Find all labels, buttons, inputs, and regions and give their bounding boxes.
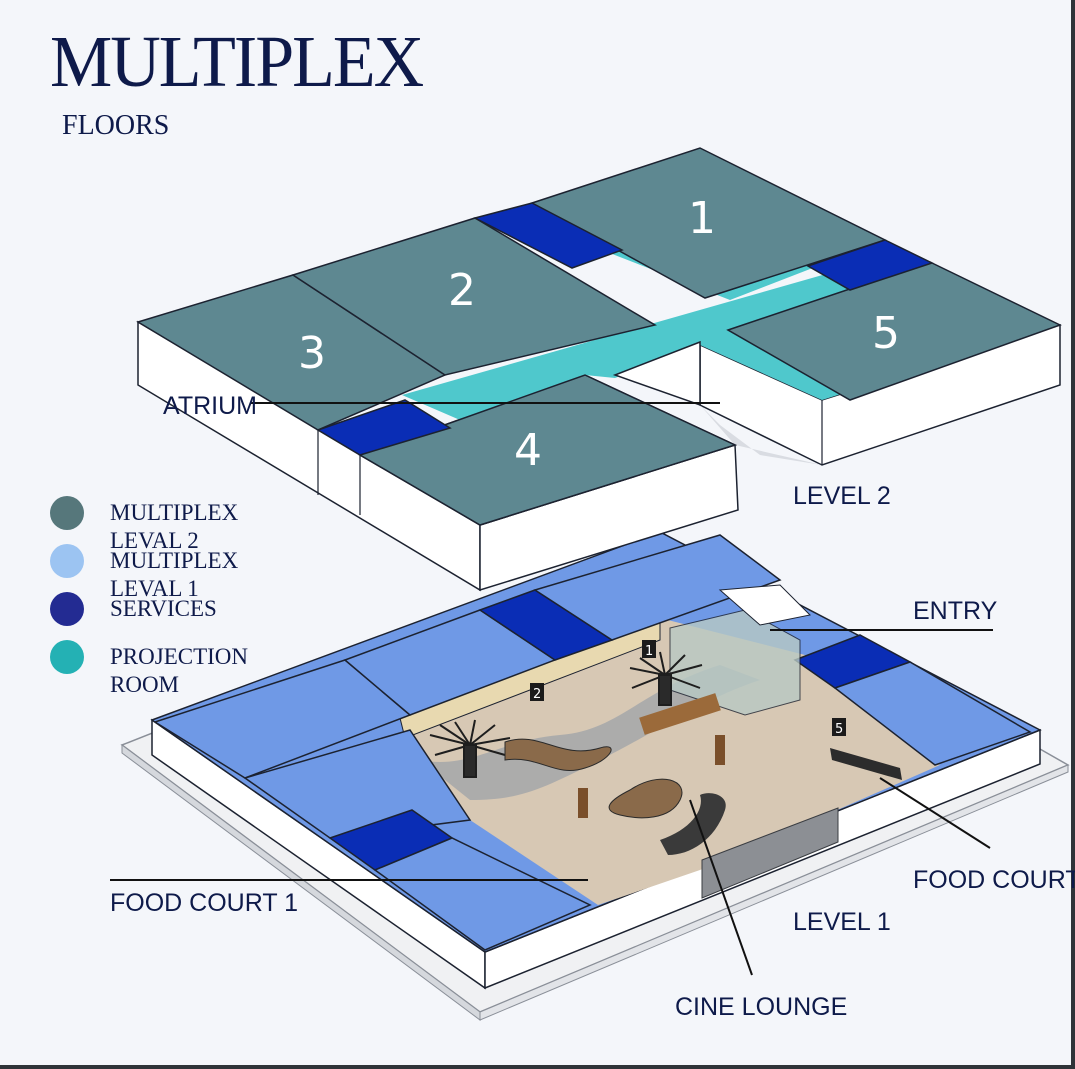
level-2-services-top <box>472 202 624 269</box>
screen-plate-2 <box>530 683 544 701</box>
lounge-column-a <box>578 788 588 818</box>
level-2-services-right <box>806 239 934 291</box>
level-1-base-slab-edge-right <box>479 764 1069 1021</box>
food-court-2-leader-line <box>879 777 991 849</box>
legend-label-projection: PROJECTION ROOM <box>110 644 249 697</box>
cine-lounge-label: CINE LOUNGE <box>675 993 847 1021</box>
screen-label-1: 1 <box>688 193 716 244</box>
lounge-seating-figure8 <box>608 778 683 819</box>
callouts: ATRIUM LEVEL 2 ENTRY FOOD COURT 1 FOOD C… <box>110 392 1075 1021</box>
entry-label: ENTRY <box>913 597 998 625</box>
level-2-services-left <box>316 399 452 456</box>
lounge-seating-snake <box>504 738 612 772</box>
screen-number-1: 1 <box>645 644 653 659</box>
screen-number-2: 2 <box>533 687 541 702</box>
legend-label-level-2: MULTIPLEX LEVAL 2 <box>110 500 239 553</box>
food-court-1-label: FOOD COURT 1 <box>110 889 298 917</box>
level-1-lounge-path <box>420 665 760 800</box>
level-1-glass-partition <box>701 807 839 899</box>
level-1-room-e <box>373 837 592 951</box>
cine-lounge-leader-line <box>689 799 753 976</box>
level-1-block: 2 1 5 <box>120 531 1070 1021</box>
legend-swatch-level-1 <box>50 544 84 578</box>
level-1-room-f <box>833 661 1032 766</box>
level-1-entry-room <box>718 584 812 626</box>
legend-swatch-services <box>50 592 84 626</box>
lounge-deck <box>639 693 721 735</box>
atrium-label: ATRIUM <box>163 392 257 420</box>
page-subtitle: FLOORS <box>62 110 170 141</box>
screen-room-4 <box>358 374 738 526</box>
lounge-column-b <box>715 735 725 765</box>
level-2-atrium-shadow <box>700 405 822 465</box>
sunburst-lamp-left <box>429 719 511 778</box>
level-2-block: 1 2 3 4 5 <box>136 147 1062 592</box>
legend-swatch-projection <box>50 640 84 674</box>
sunburst-lamp-right <box>629 651 703 706</box>
food-court-2-counter <box>830 748 902 780</box>
legend-swatch-level-2 <box>50 496 84 530</box>
screen-plate-5 <box>832 718 846 736</box>
screen-number-5: 5 <box>835 722 843 737</box>
level-2-label: LEVEL 2 <box>793 482 891 510</box>
level-2-atrium-opening <box>612 340 701 407</box>
lounge-seating-curve <box>660 793 726 855</box>
screen-plate-1 <box>642 640 656 658</box>
screen-label-3: 3 <box>298 328 326 379</box>
screen-label-2: 2 <box>448 265 476 316</box>
screen-label-4: 4 <box>514 425 542 476</box>
page-title: MULTIPLEX <box>50 22 424 103</box>
legend-label-level-1: MULTIPLEX LEVAL 1 <box>110 548 239 601</box>
level-1-room-c <box>533 534 782 641</box>
level-1-label: LEVEL 1 <box>793 908 891 936</box>
legend-label-services: SERVICES <box>110 596 217 621</box>
screen-label-5: 5 <box>872 308 900 359</box>
food-court-2-label: FOOD COURT 2 <box>913 866 1075 894</box>
screen-room-2 <box>291 217 657 376</box>
